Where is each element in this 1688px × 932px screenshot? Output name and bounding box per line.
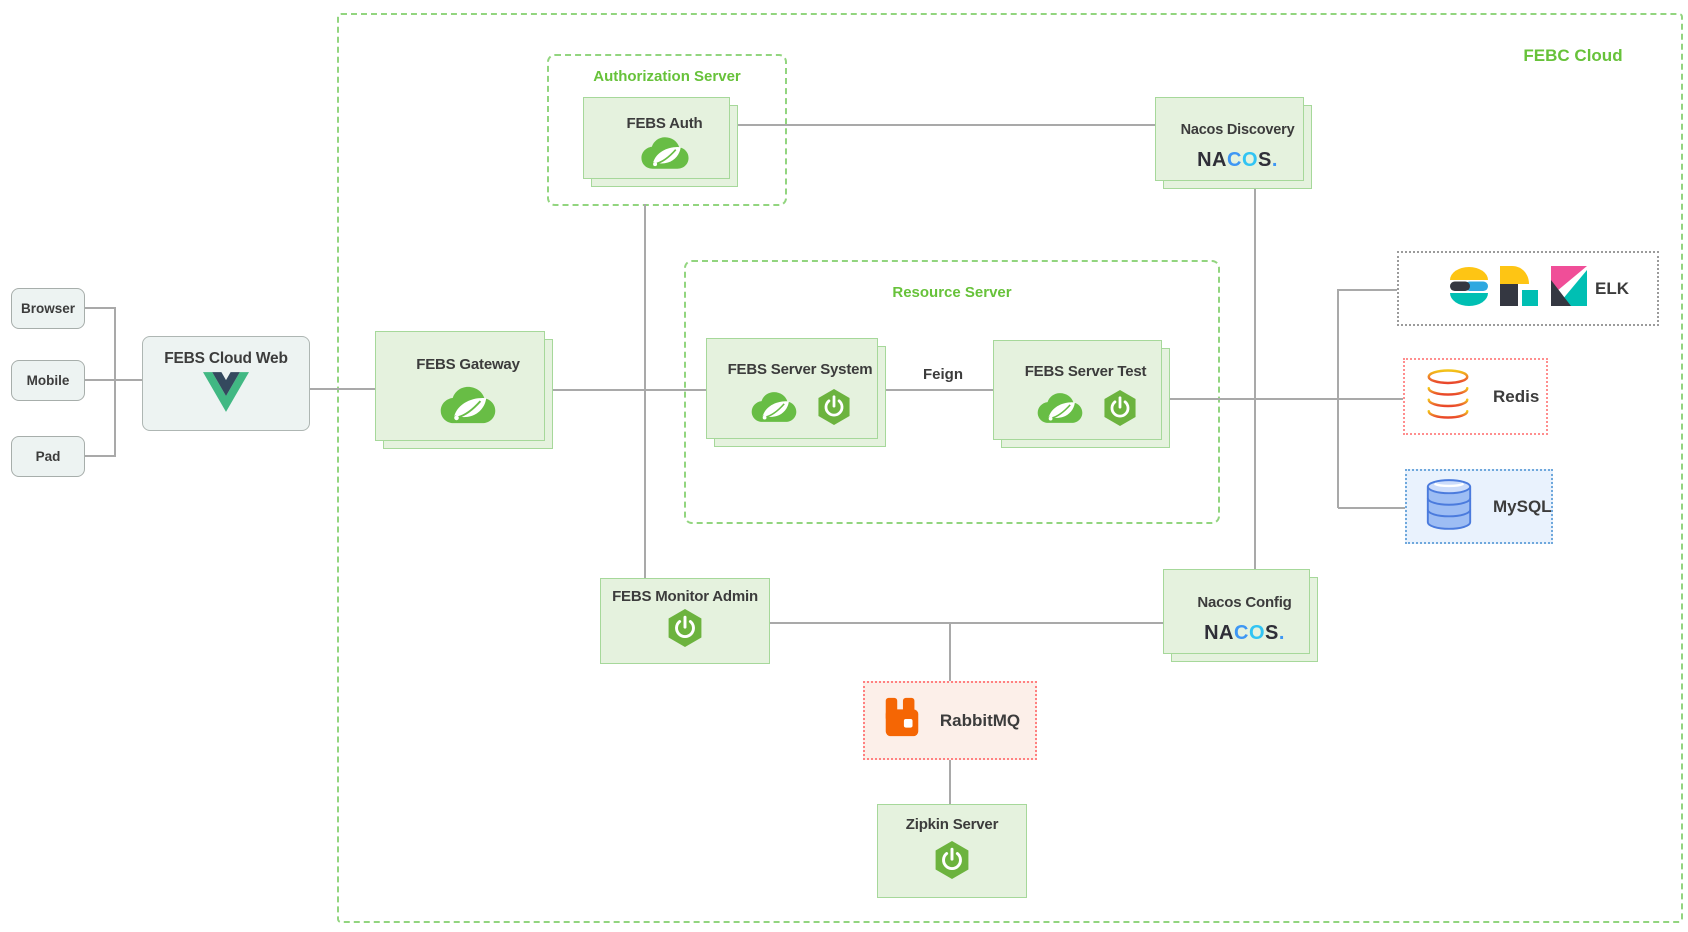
nacos-logo: NACOS. <box>1197 148 1278 171</box>
mysql-db-icon <box>1423 476 1475 537</box>
client-pad: Pad <box>11 436 85 477</box>
connector-feign <box>886 389 1001 391</box>
node-mysql: MySQL <box>1405 469 1553 544</box>
client-pad-label: Pad <box>35 449 61 464</box>
febc-cloud-label: FEBC Cloud <box>1523 46 1623 65</box>
node-nacos-config: Nacos Config NACOS. <box>1163 569 1318 662</box>
spring-boot-icon <box>933 839 971 886</box>
spring-cloud-icon <box>436 383 500 432</box>
logstash-icon <box>1496 264 1540 313</box>
connector-right-bracket <box>1337 289 1339 508</box>
group-resource-server: Resource Server <box>684 260 1220 524</box>
connector-pad-bus <box>85 455 115 457</box>
zipkin-server-label: Zipkin Server <box>905 816 999 834</box>
node-redis: Redis <box>1403 358 1548 435</box>
spring-cloud-icon <box>1034 390 1086 431</box>
node-rabbitmq: RabbitMQ <box>863 681 1037 760</box>
client-mobile: Mobile <box>11 360 85 401</box>
node-febs-monitor-admin: FEBS Monitor Admin <box>600 578 770 664</box>
group-febc-cloud <box>337 13 1683 923</box>
redis-db-icon <box>1423 367 1473 426</box>
node-zipkin-server: Zipkin Server <box>877 804 1027 898</box>
feign-edge-label: Feign <box>923 366 963 383</box>
node-febs-server-test: FEBS Server Test <box>993 340 1170 448</box>
kibana-icon <box>1545 264 1589 313</box>
node-febs-cloud-web: FEBS Cloud Web <box>142 336 310 431</box>
spring-cloud-icon <box>748 389 800 430</box>
client-mobile-label: Mobile <box>26 373 70 388</box>
client-browser-label: Browser <box>20 301 76 316</box>
connector-rabbit-zipkin <box>949 760 951 804</box>
authorization-server-label: Authorization Server <box>593 68 741 85</box>
spring-boot-icon <box>1102 388 1138 433</box>
nacos-discovery-label: Nacos Discovery <box>1180 122 1295 139</box>
node-febs-gateway: FEBS Gateway <box>375 331 553 449</box>
nacos-logo: NACOS. <box>1204 621 1285 644</box>
febs-cloud-web-label: FEBS Cloud Web <box>164 349 288 367</box>
node-febs-auth: FEBS Auth <box>583 97 738 187</box>
connector-auth-discovery <box>738 124 1163 126</box>
elk-label: ELK <box>1595 278 1629 298</box>
spring-cloud-icon <box>637 134 693 177</box>
connector-web-gateway <box>310 388 383 390</box>
febs-server-test-label: FEBS Server Test <box>1024 363 1147 380</box>
node-nacos-discovery: Nacos Discovery NACOS. <box>1155 97 1312 189</box>
connector-mysql-stub <box>1338 507 1405 509</box>
client-browser: Browser <box>11 288 85 329</box>
node-elk: ELK <box>1397 251 1659 326</box>
rabbitmq-label: RabbitMQ <box>939 710 1021 730</box>
febs-gateway-label: FEBS Gateway <box>416 356 520 373</box>
connector-elk-stub <box>1338 289 1397 291</box>
febs-server-system-label: FEBS Server System <box>727 361 873 379</box>
connector-auth-monitor <box>644 204 646 578</box>
febs-monitor-admin-label: FEBS Monitor Admin <box>612 587 758 605</box>
nacos-config-label: Nacos Config <box>1197 594 1292 612</box>
febs-auth-label: FEBS Auth <box>626 114 703 132</box>
spring-boot-icon <box>816 387 852 432</box>
group-authorization-server: Authorization Server <box>547 54 787 206</box>
vue-logo-icon <box>203 372 249 417</box>
connector-rabbit-drop <box>949 623 951 681</box>
connector-client-bus <box>114 307 116 457</box>
connector-mobile-web <box>85 379 142 381</box>
connector-discovery-config <box>1254 189 1256 577</box>
connector-browser-bus <box>85 307 115 309</box>
redis-label: Redis <box>1493 386 1540 406</box>
mysql-label: MySQL <box>1493 496 1552 516</box>
rabbitmq-icon <box>880 696 924 745</box>
connector-gateway-system <box>553 389 714 391</box>
spring-boot-icon <box>666 607 704 654</box>
elasticsearch-icon <box>1447 264 1491 313</box>
resource-server-label: Resource Server <box>892 284 1012 301</box>
node-febs-server-system: FEBS Server System <box>706 338 886 447</box>
connector-monitor-config <box>770 622 1171 624</box>
connector-test-redis <box>1170 398 1403 400</box>
